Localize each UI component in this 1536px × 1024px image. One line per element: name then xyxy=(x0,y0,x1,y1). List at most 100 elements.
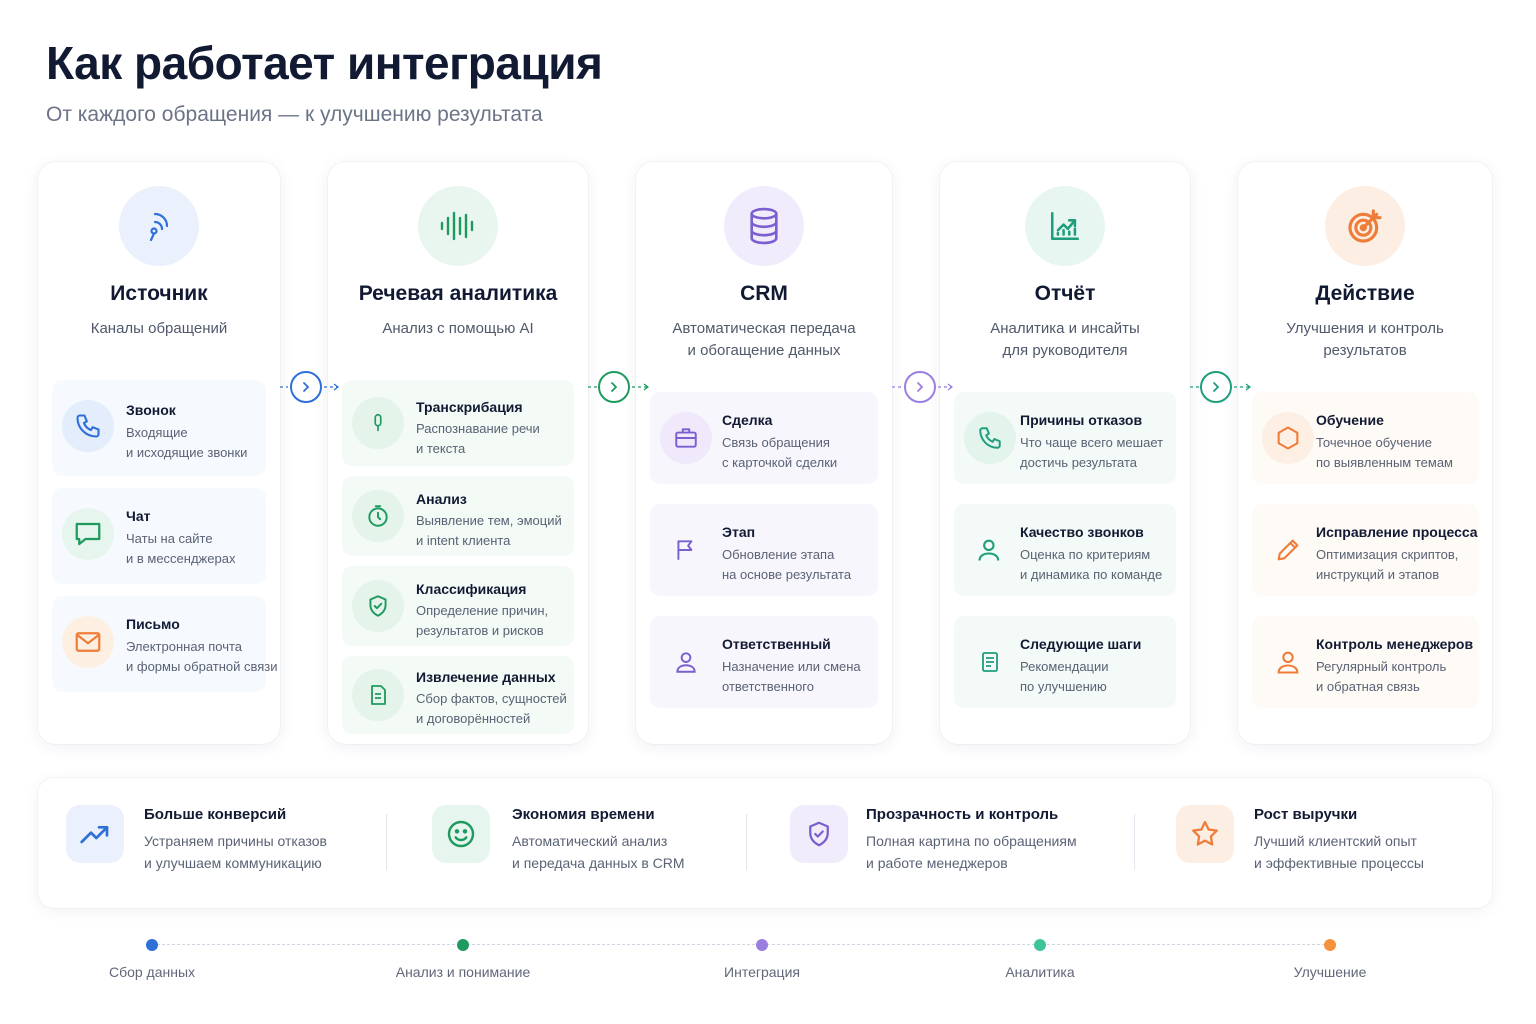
column-subtitle: Каналы обращений xyxy=(90,320,228,337)
item-classification[interactable]: Классификация Определение причин,результ… xyxy=(342,566,574,646)
connector-4 xyxy=(1190,370,1252,404)
chevron-right-icon xyxy=(290,371,322,403)
item-desc: Оптимизация скриптов,инструкций и этапов xyxy=(1316,547,1459,582)
benefit-title: Прозрачность и контроль xyxy=(866,806,1059,823)
timeline-dot xyxy=(756,939,768,951)
item-title: Анализ xyxy=(416,491,467,507)
document-icon xyxy=(352,669,404,721)
benefit-title: Рост выручки xyxy=(1254,806,1358,823)
connector-3 xyxy=(892,370,954,404)
item-title: Этап xyxy=(722,524,756,540)
timeline-dot xyxy=(146,939,158,951)
pencil-icon xyxy=(1262,524,1314,576)
page-title: Как работает интеграция xyxy=(46,37,603,89)
item-process-fix[interactable]: Исправление процесса Оптимизация скрипто… xyxy=(1252,504,1478,596)
soundwave-icon xyxy=(418,186,498,266)
shield-check-icon xyxy=(352,580,404,632)
divider xyxy=(1134,814,1135,870)
microphone-icon xyxy=(352,397,404,449)
chart-icon xyxy=(1025,186,1105,266)
chevron-right-icon xyxy=(904,371,936,403)
divider xyxy=(746,814,747,870)
item-title: Извлечение данных xyxy=(416,669,556,685)
item-title: Причины отказов xyxy=(1020,412,1143,428)
timeline-line xyxy=(152,944,1330,945)
column-title: Источник xyxy=(110,282,208,305)
star-icon xyxy=(1176,805,1234,863)
notes-icon xyxy=(964,636,1016,688)
timeline-dot xyxy=(457,939,469,951)
item-data-extraction[interactable]: Извлечение данных Сбор фактов, сущностей… xyxy=(342,656,574,734)
item-title: Исправление процесса xyxy=(1316,524,1478,540)
item-title: Следующие шаги xyxy=(1020,636,1142,652)
timeline-label: Сбор данных xyxy=(108,964,196,980)
benefit-title: Больше конверсий xyxy=(144,806,287,823)
database-icon xyxy=(724,186,804,266)
item-title: Транскрибация xyxy=(416,399,523,415)
column-title: Действие xyxy=(1315,282,1415,305)
benefits-panel: Больше конверсий Устраняем причины отказ… xyxy=(38,778,1492,908)
divider xyxy=(386,814,387,870)
connector-1 xyxy=(280,370,340,404)
timeline-label: Аналитика xyxy=(1005,964,1075,980)
timeline-label: Интеграция xyxy=(724,964,800,980)
trend-up-icon xyxy=(66,805,124,863)
item-title: Ответственный xyxy=(722,636,831,652)
phone-icon xyxy=(62,400,114,452)
connector-2 xyxy=(588,370,650,404)
column-speech-analytics: Речевая аналитика Анализ с помощью AI Тр… xyxy=(328,162,588,744)
target-icon xyxy=(1325,186,1405,266)
item-title: Обучение xyxy=(1316,412,1384,428)
item-title: Классификация xyxy=(416,581,527,597)
user-icon xyxy=(1262,636,1314,688)
chevron-right-icon xyxy=(598,371,630,403)
item-title: Сделка xyxy=(722,412,773,428)
column-title: Отчёт xyxy=(1034,282,1096,305)
timeline-label: Анализ и понимание xyxy=(395,964,531,980)
timeline-label: Улучшение xyxy=(1293,964,1367,980)
phone-icon xyxy=(964,412,1016,464)
item-title: Звонок xyxy=(126,402,176,418)
timeline-dot xyxy=(1324,939,1336,951)
hexagon-icon xyxy=(1262,412,1314,464)
column-subtitle: Анализ с помощью AI xyxy=(382,320,534,337)
users-icon xyxy=(964,524,1016,576)
chat-icon xyxy=(62,508,114,560)
signal-icon xyxy=(119,186,199,266)
clock-icon xyxy=(352,490,404,542)
